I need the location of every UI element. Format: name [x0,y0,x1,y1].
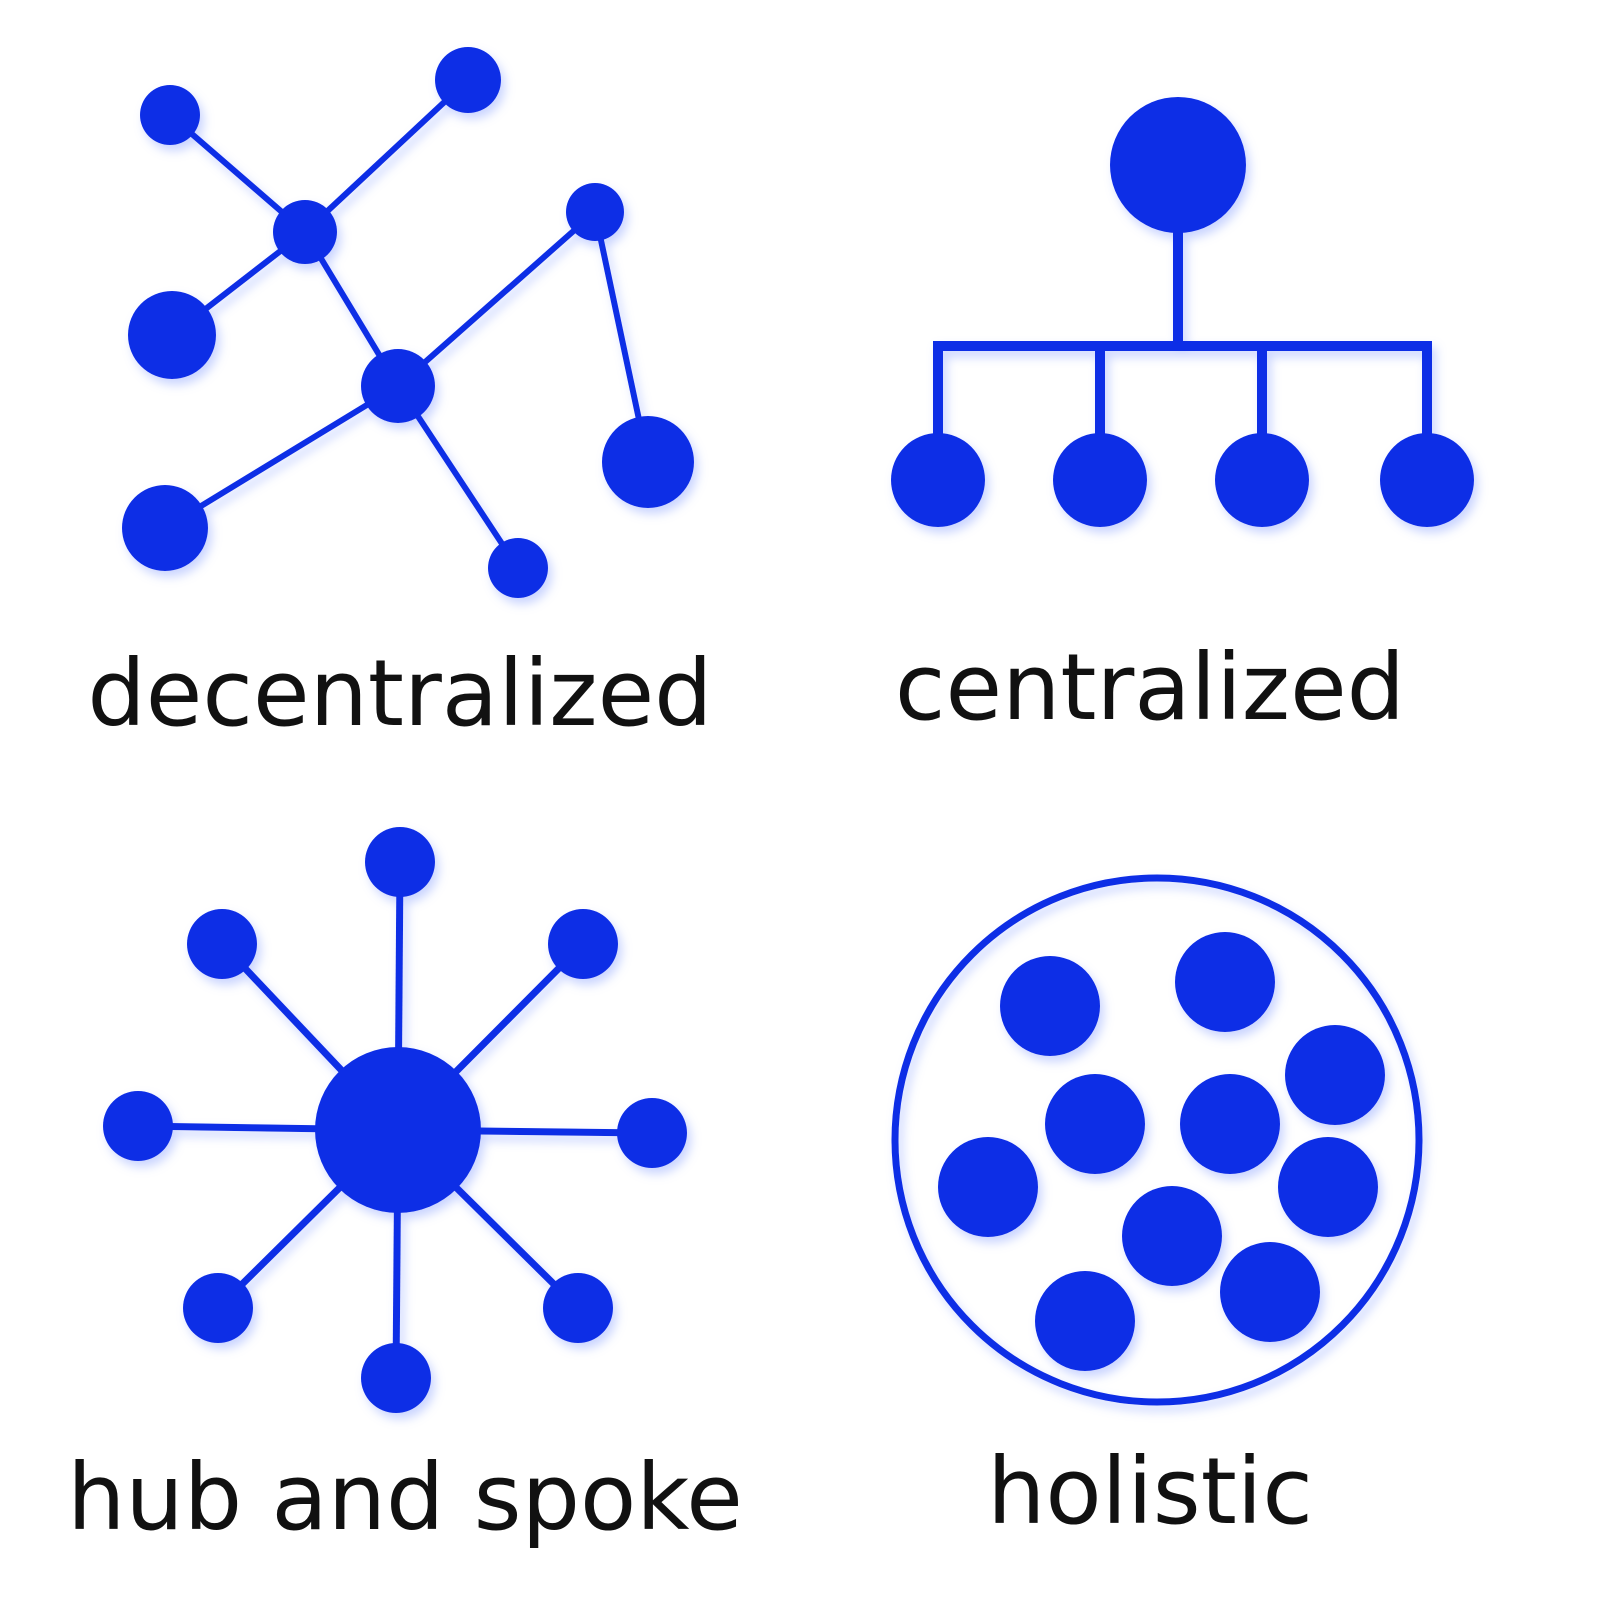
member-node [1035,1271,1135,1371]
spoke-node [103,1091,173,1161]
child-node [1215,433,1309,527]
hub-and-spoke-label: hub and spoke [67,1444,743,1551]
decentralized-label: decentralized [87,640,713,747]
decentralized-network-diagram [122,47,694,598]
member-node [1180,1074,1280,1174]
spoke-node [361,1343,431,1413]
member-node [1000,956,1100,1056]
network-link [396,209,597,389]
spoke-node [187,909,257,979]
centralized-label: centralized [894,634,1406,741]
spoke-node [365,827,435,897]
centralized-network-diagram [891,97,1474,527]
network-link [163,383,400,531]
child-node [1053,433,1147,527]
spoke-node [548,909,618,979]
network-node [122,485,208,571]
member-node [938,1137,1038,1237]
spoke-node [543,1273,613,1343]
enclosing-circle [891,874,1423,1406]
child-node [1380,433,1474,527]
central-node [1110,97,1246,233]
network-node [435,47,501,113]
member-node [1278,1137,1378,1237]
network-node [140,85,200,145]
holistic-label: holistic [987,1438,1313,1545]
network-node [128,291,216,379]
member-node [1220,1242,1320,1342]
hub-node [315,1047,481,1213]
spoke-node [183,1273,253,1343]
network-node [361,349,435,423]
network-node [488,538,548,598]
member-node [1285,1025,1385,1125]
member-node [1122,1186,1222,1286]
holistic-diagram [891,874,1423,1406]
hierarchy-bus [933,341,1432,440]
member-node [1045,1074,1145,1174]
hub-and-spoke-diagram [103,827,687,1413]
network-node [566,183,624,241]
member-node [1175,932,1275,1032]
network-node [273,200,337,264]
spoke-node [617,1098,687,1168]
network-link [302,77,471,235]
network-node [602,416,694,508]
child-node [891,433,985,527]
